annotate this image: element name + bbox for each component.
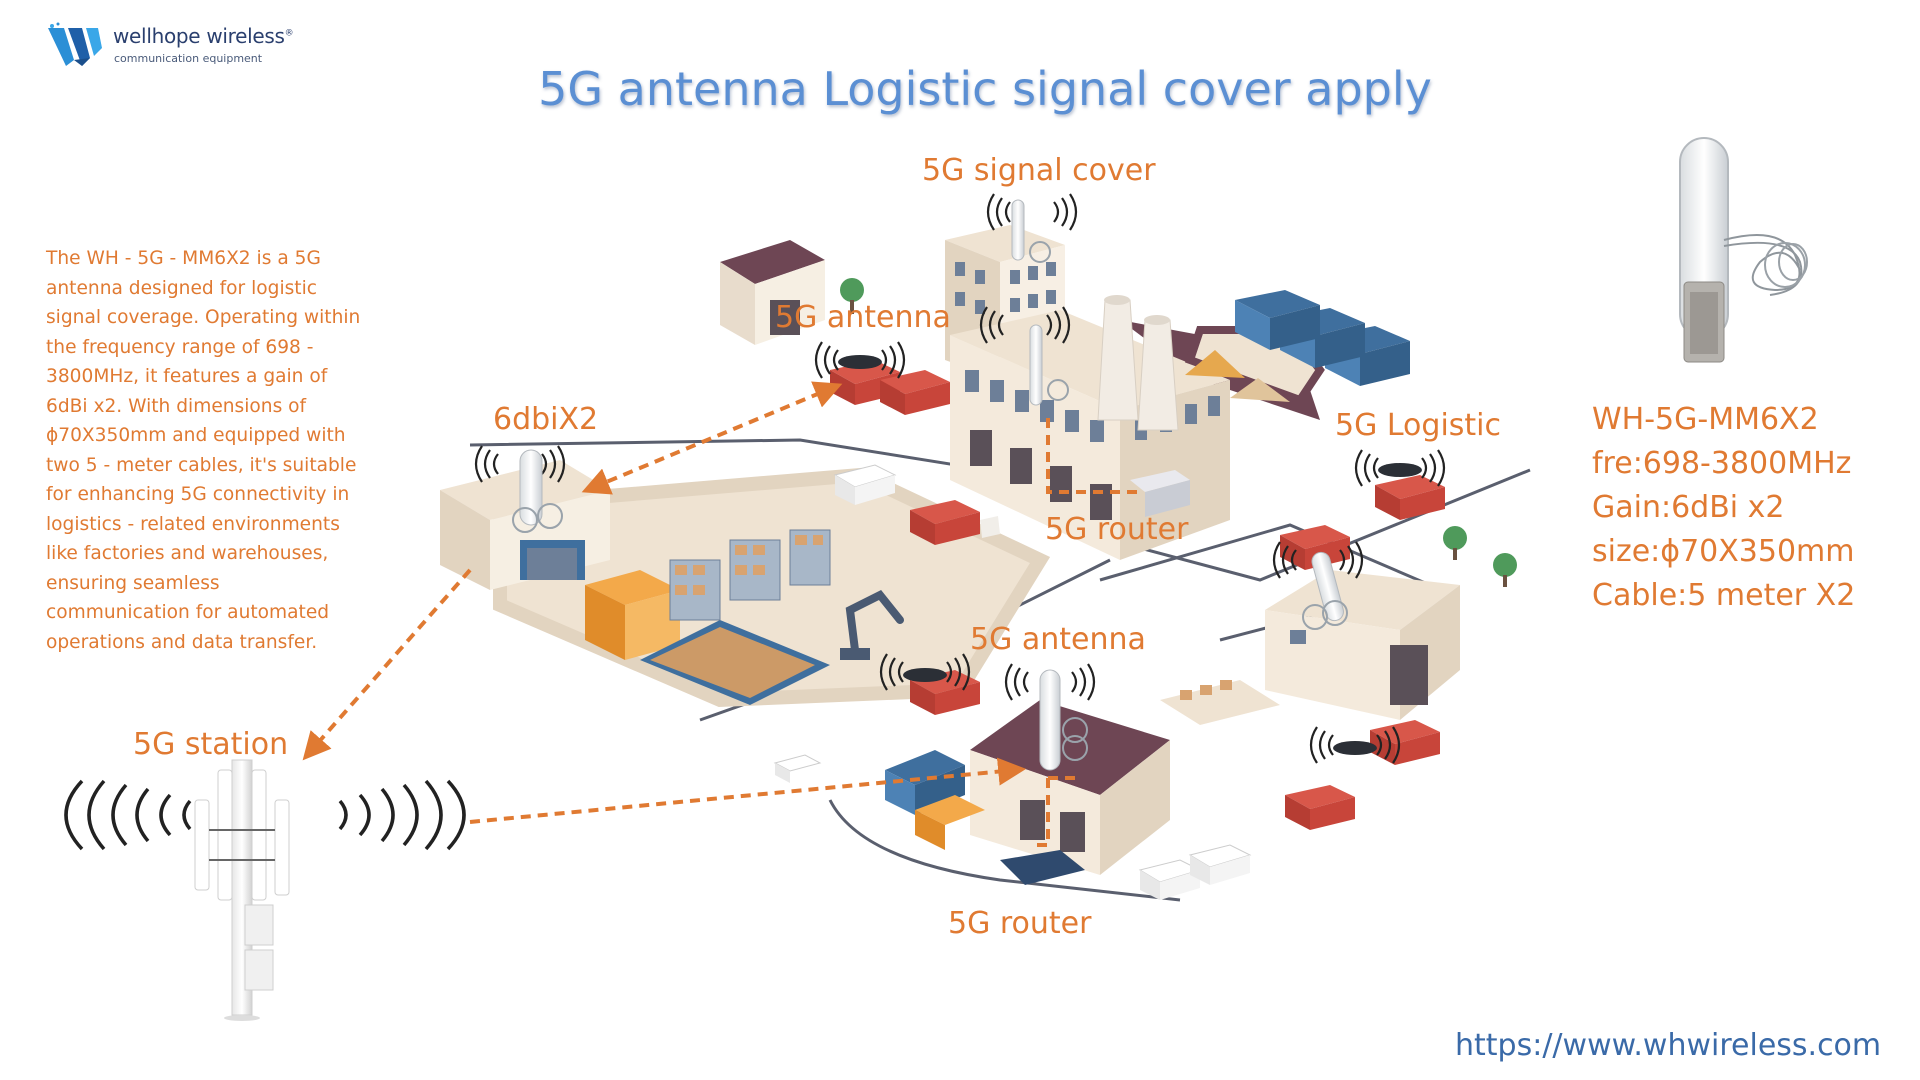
- omni-antenna-icon: [512, 199, 1422, 771]
- description-line: 6dBi x2. With dimensions of: [46, 395, 307, 417]
- bottom-warehouse: [885, 680, 1280, 885]
- label-router-bottom: 5G router: [948, 906, 1092, 941]
- description-line: the frequency range of 698 -: [46, 336, 314, 358]
- brand-name: wellhope wireless®: [113, 24, 294, 48]
- product-antenna-icon: [1679, 137, 1808, 363]
- description-line: for enhancing 5G connectivity in: [46, 484, 350, 505]
- connection-arrows: [302, 381, 1138, 847]
- label-station: 5G station: [133, 727, 289, 762]
- main-factory: [950, 295, 1325, 560]
- spec-item: Cable:5 meter X2: [1592, 578, 1856, 613]
- cell-tower-icon: [194, 759, 290, 1021]
- trucks: [773, 360, 1445, 900]
- description-line: ensuring seamless: [46, 572, 220, 594]
- description-line: communication for automated: [46, 602, 330, 623]
- spec-item: WH-5G-MM6X2: [1592, 402, 1819, 437]
- registered-mark: ®: [284, 28, 294, 39]
- brand-tagline: communication equipment: [114, 52, 263, 65]
- page-title: 5G antenna Logistic signal cover apply: [538, 62, 1432, 116]
- spec-item: size:ϕ70X350mm: [1592, 534, 1855, 569]
- brand-name-text: wellhope wireless: [113, 24, 285, 48]
- storage-shed: [720, 240, 864, 345]
- wellhope-logo-icon: [48, 22, 102, 66]
- description-line: signal coverage. Operating within: [46, 307, 361, 328]
- description-line: operations and data transfer.: [46, 631, 318, 653]
- description-line: antenna designed for logistic: [46, 277, 317, 299]
- label-antenna-bottom: 5G antenna: [970, 622, 1146, 657]
- description-line: like factories and warehouses,: [46, 543, 329, 564]
- description-line: logistics - related environments: [46, 513, 340, 535]
- container-stack: [1235, 290, 1410, 386]
- right-warehouse: [1265, 526, 1517, 720]
- label-antenna-top: 5G antenna: [775, 300, 951, 335]
- signal-wave-icon: [64, 193, 1446, 851]
- description-line: The WH - 5G - MM6X2 is a 5G: [46, 248, 321, 269]
- description-line: ϕ70X350mm and equipped with: [46, 425, 346, 446]
- description-line: two 5 - meter cables, it's suitable: [46, 454, 357, 476]
- website-url[interactable]: https://www.whwireless.com: [1455, 1028, 1882, 1063]
- label-logistic: 5G Logistic: [1335, 408, 1502, 443]
- brand-logo: wellhope wireless® communication equipme…: [46, 22, 346, 70]
- product-description: The WH - 5G - MM6X2 is a 5G antenna desig…: [46, 244, 386, 657]
- spec-item: Gain:6dBi x2: [1592, 490, 1785, 525]
- description-line: 3800MHz, it features a gain of: [46, 366, 328, 387]
- label-router-top: 5G router: [1045, 512, 1189, 547]
- label-gain: 6dbiX2: [493, 402, 599, 437]
- label-signal-cover: 5G signal cover: [922, 153, 1156, 188]
- spec-item: fre:698-3800MHz: [1592, 446, 1852, 481]
- left-warehouse: [440, 460, 1051, 708]
